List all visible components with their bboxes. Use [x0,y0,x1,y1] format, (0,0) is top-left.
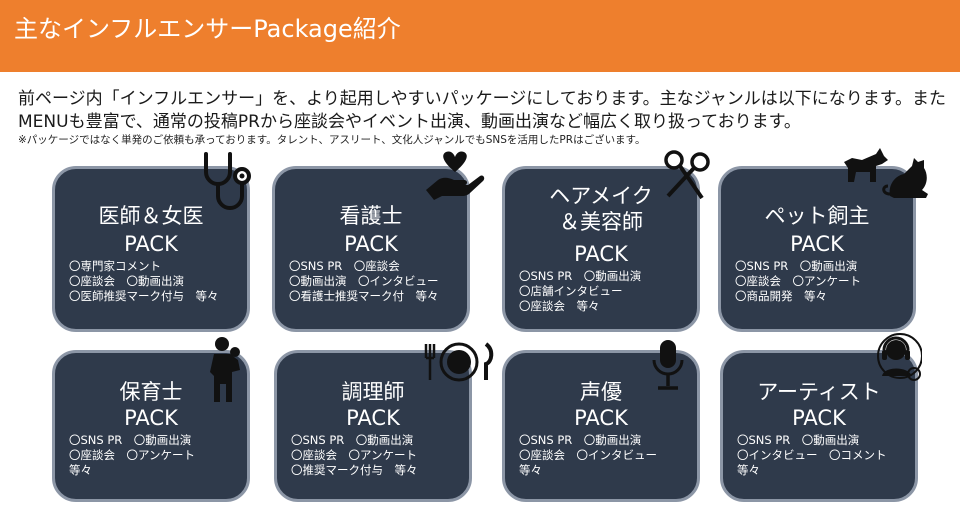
pack-label: PACK [792,406,846,430]
pack-details: 〇SNS PR 〇座談会 〇動画出演 〇インタビュー 〇看護士推奨マーク付 等々 [289,259,439,303]
pack-details: 〇SNS PR 〇動画出演 〇座談会 〇インタビュー 等々 [519,433,657,477]
pack-name: 調理師 [341,380,405,404]
intro-text: 前ページ内「インフルエンサー」を、より起用しやすいパッケージにしております。主な… [18,89,947,132]
scissors-icon [662,150,712,202]
pack-label: PACK [574,406,628,430]
intro-note: ※パッケージではなく単発のご依頼も承っております。タレント、アスリート、文化人ジ… [18,134,646,146]
pack-label: PACK [344,232,398,256]
pack-label: PACK [346,406,400,430]
pack-card-hairmake: ヘアメイク ＆美容師 PACK 〇SNS PR 〇動画出演 〇店舗インタビュー … [502,166,700,332]
pack-card-nurse: 看護士 PACK 〇SNS PR 〇座談会 〇動画出演 〇インタビュー 〇看護士… [272,166,470,332]
dog-cat-icon [842,148,938,198]
pack-card-voice-actor: 声優 PACK 〇SNS PR 〇動画出演 〇座談会 〇インタビュー 等々 [502,350,700,502]
title-banner: 主なインフルエンサーPackage紹介 [0,0,960,72]
dj-headphones-icon [876,332,922,384]
pack-name: 看護士 [339,204,403,228]
pack-name: 保育士 [119,380,183,404]
pack-label: PACK [124,406,178,430]
plate-cutlery-icon [424,340,494,384]
pack-details: 〇専門家コメント 〇座談会 〇動画出演 〇医師推奨マーク付与 等々 [69,259,219,303]
page-title: 主なインフルエンサーPackage紹介 [14,15,401,43]
pack-label: PACK [574,242,628,266]
pack-name: ヘアメイク ＆美容師 [549,184,653,234]
pack-name: アーティスト [757,380,881,404]
stethoscope-icon [198,150,254,218]
pack-details: 〇SNS PR 〇動画出演 〇座談会 〇アンケート 等々 [69,433,196,477]
pack-details: 〇SNS PR 〇動画出演 〇座談会 〇アンケート 〇推奨マーク付与 等々 [291,433,418,477]
mother-child-icon [208,336,244,402]
pack-label: PACK [790,232,844,256]
pack-label: PACK [124,232,178,256]
microphone-icon [650,338,686,394]
pack-card-chef: 調理師 PACK 〇SNS PR 〇動画出演 〇座談会 〇アンケート 〇推奨マー… [274,350,472,502]
pack-name: 声優 [580,380,622,404]
pack-name: 医師＆女医 [98,204,204,228]
pack-details: 〇SNS PR 〇動画出演 〇店舗インタビュー 〇座談会 等々 [519,269,642,313]
pack-details: 〇SNS PR 〇動画出演 〇座談会 〇アンケート 〇商品開発 等々 [735,259,862,303]
pack-card-pet-owner: ペット飼主 PACK 〇SNS PR 〇動画出演 〇座談会 〇アンケート 〇商品… [718,166,916,332]
pack-name: ペット飼主 [764,204,870,228]
pack-details: 〇SNS PR 〇動画出演 〇インタビュー 〇コメント 等々 [737,433,887,477]
heart-hand-icon [424,150,486,200]
